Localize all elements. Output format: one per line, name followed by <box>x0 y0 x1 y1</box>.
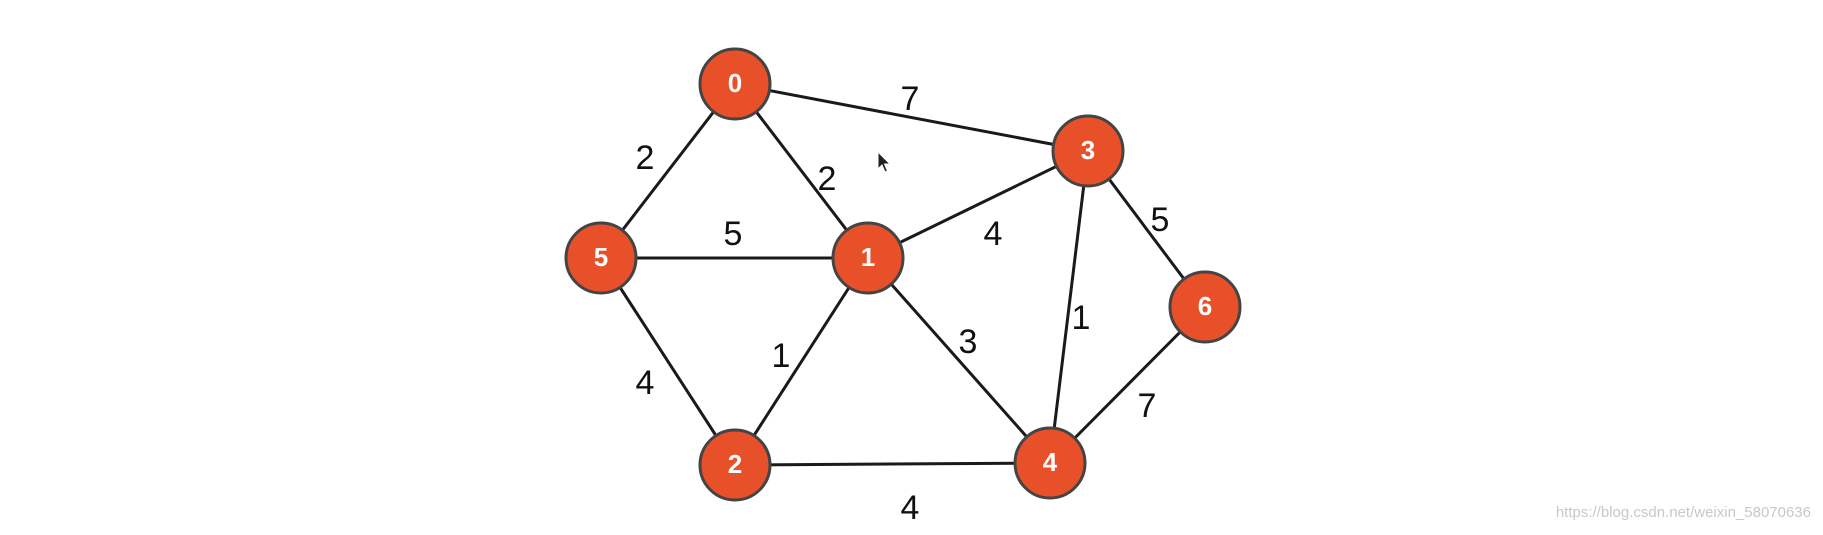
edge-weight-0-1: 2 <box>818 160 837 198</box>
node-label-5: 5 <box>594 242 608 272</box>
node-1: 1 <box>831 221 905 295</box>
edge-1-3 <box>866 149 1090 260</box>
node-5: 5 <box>564 221 638 295</box>
node-6: 6 <box>1168 270 1242 344</box>
edge-0-3 <box>733 82 1090 153</box>
node-label-2: 2 <box>728 449 742 479</box>
node-circle-0 <box>698 47 772 121</box>
edge-weight-1-3: 4 <box>984 215 1003 253</box>
edge-weight-1-4: 3 <box>959 323 978 361</box>
edge-weight-3-4: 1 <box>1072 299 1091 337</box>
node-circle-6 <box>1168 270 1242 344</box>
node-label-0: 0 <box>728 68 742 98</box>
watermark-text: https://blog.csdn.net/weixin_58070636 <box>1555 504 1811 521</box>
node-circle-3 <box>1051 114 1125 188</box>
node-4: 4 <box>1013 426 1087 500</box>
edge-weight-4-6: 7 <box>1138 387 1157 425</box>
edge-weight-0-3: 7 <box>901 80 920 118</box>
edge-1-2 <box>733 256 870 467</box>
node-label-1: 1 <box>861 242 875 272</box>
node-2: 2 <box>698 428 772 502</box>
edge-4-6 <box>1048 305 1207 465</box>
edge-weight-1-2: 1 <box>772 337 791 375</box>
edge-2-4 <box>733 461 1052 467</box>
edge-1-4 <box>866 256 1052 465</box>
edge-0-1 <box>733 82 870 260</box>
edge-weight-0-5: 2 <box>636 139 655 177</box>
node-label-3: 3 <box>1081 135 1095 165</box>
edge-weights-layer: 7 2 2 5 4 5 1 1 3 4 7 4 <box>636 80 1170 527</box>
edge-weight-5-2: 4 <box>636 364 655 402</box>
node-label-4: 4 <box>1043 447 1058 477</box>
nodes-layer: 0 1 2 3 4 5 6 <box>564 47 1242 502</box>
node-circle-4 <box>1013 426 1087 500</box>
edge-weight-5-1: 5 <box>724 215 743 253</box>
node-circle-1 <box>831 221 905 295</box>
node-circle-5 <box>564 221 638 295</box>
edge-5-2 <box>599 256 737 467</box>
edge-weight-2-4: 4 <box>901 489 920 527</box>
node-circle-2 <box>698 428 772 502</box>
node-label-6: 6 <box>1198 291 1212 321</box>
mouse-pointer-icon <box>877 151 892 173</box>
edge-3-4 <box>1048 149 1090 465</box>
node-0: 0 <box>698 47 772 121</box>
node-3: 3 <box>1051 114 1125 188</box>
edge-0-5 <box>599 82 737 260</box>
edge-weight-3-6: 5 <box>1151 201 1170 239</box>
